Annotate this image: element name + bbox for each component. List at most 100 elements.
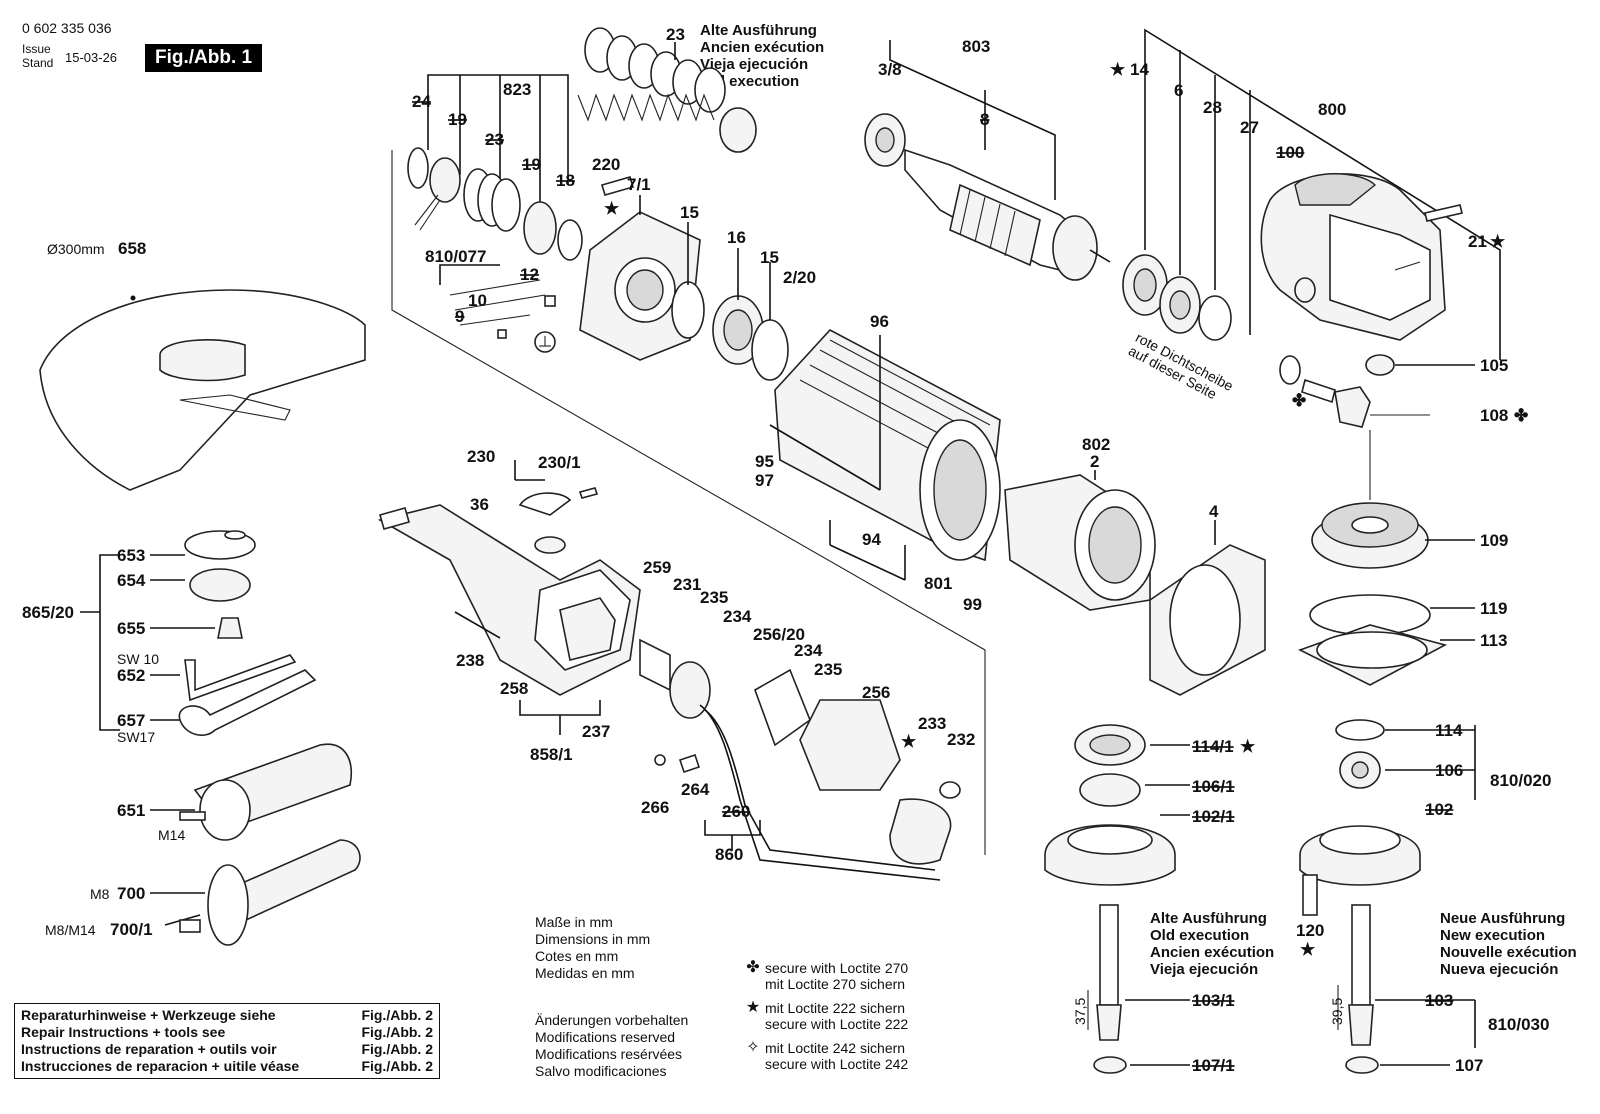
issue-label-de: Stand <box>22 56 54 70</box>
part-label: 106 <box>1435 761 1463 780</box>
repair-text: Repair Instructions + tools see <box>21 1024 226 1040</box>
pinion-108 <box>1301 378 1430 500</box>
part-label: 235 <box>814 660 842 679</box>
repair-text: Reparaturhinweise + Werkzeuge siehe <box>21 1007 276 1023</box>
part-label: 102 <box>1425 800 1453 819</box>
part-label: 810/030 <box>1488 1015 1549 1034</box>
part-label: 113 <box>1480 631 1507 650</box>
washer-27 <box>1279 355 1301 385</box>
cross-marker: ✤ <box>1292 391 1306 410</box>
note-line: mit Loctite 270 sichern <box>765 976 906 992</box>
handle-700 <box>213 839 361 927</box>
note-line: Dimensions in mm <box>535 931 651 947</box>
part-label: 109 <box>1480 531 1508 550</box>
part-label: 8 <box>980 110 989 129</box>
note-line: Änderungen vorbehalten <box>535 1012 689 1028</box>
note-line: Medidas en mm <box>535 965 635 981</box>
part-label: 7/1 <box>627 175 651 194</box>
note-line: Ancien exécution <box>700 39 825 56</box>
cross-marker: ✤ <box>1514 406 1528 425</box>
star-icon: ★ <box>745 999 761 1016</box>
loctite-legend: ✤ secure with Loctite 270 mit Loctite 27… <box>745 960 908 1076</box>
cable-switch-group <box>639 638 961 881</box>
assembly-boundary <box>391 150 986 855</box>
part-label: 260 <box>722 802 750 821</box>
part-label: 810/077 <box>425 247 486 266</box>
capacitor-233 <box>889 798 952 865</box>
repair-text: Instrucciones de reparacion + uitile véa… <box>21 1058 300 1074</box>
disc-19 <box>523 201 557 255</box>
part-label: 4 <box>1209 502 1219 521</box>
part-label: 96 <box>870 312 889 331</box>
part-label: 3/8 <box>878 60 902 79</box>
part-label: 15 <box>680 203 699 222</box>
part-label-prefix: Ø300mm <box>47 241 105 257</box>
star-marker: ★ <box>604 199 620 218</box>
document-number: 0 602 335 036 <box>22 20 112 36</box>
size-label: M8/M14 <box>45 922 96 938</box>
star-marker: ★ <box>1240 737 1256 756</box>
loctite-222-note: ★ mit Loctite 222 sichern secure with Lo… <box>745 999 908 1033</box>
switch-256 <box>799 699 901 791</box>
issue-label-en: Issue <box>22 42 51 56</box>
star-marker: ★ <box>901 732 917 751</box>
outline-star-icon: ✧ <box>746 1039 760 1056</box>
part-label: 103 <box>1425 991 1453 1010</box>
part-label: 234 <box>794 641 823 660</box>
washer-28 <box>1198 295 1232 341</box>
part-label: 810/020 <box>1490 771 1551 790</box>
part-label: 107 <box>1455 1056 1483 1075</box>
old-execution-note: Alte Ausführung Old execution Ancien exé… <box>1150 910 1274 978</box>
part-label: 232 <box>947 730 975 749</box>
part-label: 823 <box>503 80 531 99</box>
part-label: 266 <box>641 798 669 817</box>
part-label: 14 <box>1130 60 1149 79</box>
note-line: Modifications reserved <box>535 1029 676 1045</box>
nut-655 <box>217 617 243 639</box>
part-label: 103/1 <box>1192 991 1235 1010</box>
changes-note: Änderungen vorbehalten Modifications res… <box>535 1012 688 1080</box>
part-label: 27 <box>1240 118 1259 137</box>
gear-housing-800 <box>1260 173 1463 376</box>
part-label: 107/1 <box>1192 1056 1235 1075</box>
part-label: 120 <box>1296 921 1324 940</box>
part-label: 19 <box>522 155 541 174</box>
repair-ref: Fig./Abb. 2 <box>361 1024 433 1040</box>
part-label: 18 <box>556 171 575 190</box>
part-label: 23 <box>666 25 685 44</box>
part-label: 105 <box>1480 356 1508 375</box>
part-label: 102/1 <box>1192 807 1235 826</box>
part-label: 19 <box>448 110 467 129</box>
part-label: 256 <box>862 683 890 702</box>
star-marker: ★ <box>1300 940 1316 959</box>
part-label: 24 <box>412 92 431 111</box>
part-label: 858/1 <box>530 745 573 764</box>
size-label: M14 <box>158 827 185 843</box>
part-label: 802 <box>1082 435 1110 454</box>
crown-gear-109 <box>1311 502 1475 569</box>
part-label: 700/1 <box>110 920 153 939</box>
note-line: Alte Ausführung <box>700 22 817 39</box>
o-ring-18 <box>557 219 583 261</box>
part-label: 2 <box>1090 452 1099 471</box>
loctite-242-note: ✧ mit Loctite 242 sichern secure with Lo… <box>745 1039 908 1073</box>
part-label: 655 <box>117 619 145 638</box>
note-line: mit Loctite 242 sichern <box>765 1040 906 1056</box>
issue-label: Issue Stand <box>22 42 53 70</box>
note-line: Vieja ejecución <box>700 56 809 73</box>
repair-instructions-box: Reparaturhinweise + Werkzeuge siehe Fig.… <box>14 1003 440 1079</box>
note-line: Old execution <box>1150 927 1250 944</box>
washer-36 <box>534 536 566 554</box>
part-label: 99 <box>963 595 982 614</box>
part-label: 119 <box>1480 599 1507 618</box>
wrench-657 <box>178 669 317 736</box>
repair-row: Instructions de reparation + outils voir… <box>21 1041 433 1058</box>
loctite-270-note: ✤ secure with Loctite 270 mit Loctite 27… <box>745 960 909 993</box>
part-label: 108 <box>1480 406 1508 425</box>
repair-ref: Fig./Abb. 2 <box>361 1041 433 1057</box>
part-label: 106/1 <box>1192 777 1235 796</box>
note-line: secure with Loctite 270 <box>765 960 909 976</box>
note-line: Cotes en mm <box>535 948 619 964</box>
